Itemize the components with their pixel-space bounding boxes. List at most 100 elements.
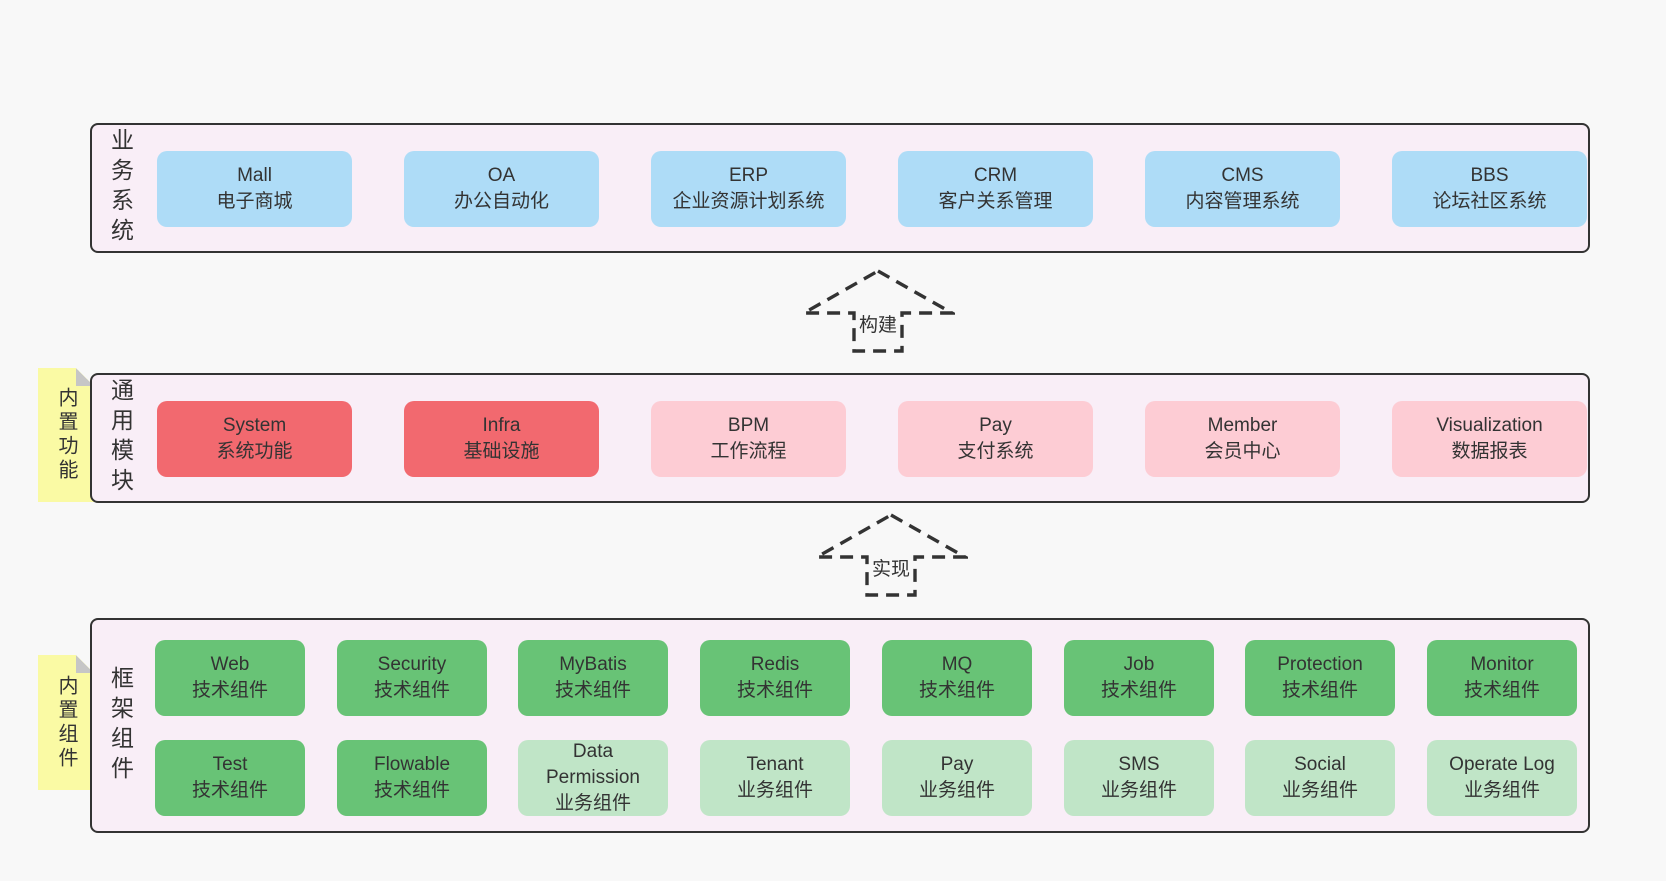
layer-label: 业务系统	[107, 128, 134, 248]
box-bpm: BPM 工作流程	[651, 401, 846, 477]
box-title: MQ	[941, 653, 973, 675]
box-title: SMS	[1118, 753, 1160, 775]
box-subtitle: 技术组件	[736, 680, 813, 701]
box-subtitle: 技术组件	[373, 680, 450, 701]
box-subtitle: 技术组件	[191, 680, 268, 701]
box-operate-log: Operate Log 业务组件	[1427, 740, 1577, 816]
sticky-note-builtin-components: 内置组件	[38, 655, 94, 790]
box-title: ERP	[728, 164, 769, 186]
box-title: Monitor	[1470, 653, 1534, 675]
box-subtitle: 办公自动化	[453, 191, 549, 212]
box-title: Member	[1207, 414, 1278, 436]
box-title: Operate Log	[1449, 753, 1555, 775]
dashed-up-arrow-icon	[814, 513, 968, 597]
box-social: Social 业务组件	[1245, 740, 1395, 816]
box-system: System 系统功能	[157, 401, 352, 477]
box-title: Mall	[237, 164, 272, 186]
dashed-up-arrow-icon	[801, 269, 955, 353]
box-mq: MQ 技术组件	[882, 640, 1032, 716]
box-visualization: Visualization 数据报表	[1392, 401, 1587, 477]
box-infra: Infra 基础设施	[404, 401, 599, 477]
box-subtitle: 电子商城	[216, 191, 293, 212]
box-pay-component: Pay 业务组件	[882, 740, 1032, 816]
box-subtitle: 业务组件	[554, 793, 631, 815]
box-title: Social	[1294, 753, 1346, 775]
box-subtitle: 论坛社区系统	[1432, 191, 1547, 212]
box-subtitle: 技术组件	[1100, 680, 1177, 701]
box-bbs: BBS 论坛社区系统	[1392, 151, 1587, 227]
box-title: MyBatis	[559, 653, 627, 675]
box-subtitle: 业务组件	[1463, 780, 1540, 801]
box-subtitle: 系统功能	[216, 441, 293, 462]
box-subtitle: 技术组件	[1281, 680, 1358, 701]
box-title: Visualization	[1436, 414, 1543, 436]
box-title: BPM	[727, 414, 770, 436]
box-web: Web 技术组件	[155, 640, 305, 716]
box-subtitle: 业务组件	[1281, 780, 1358, 801]
box-job: Job 技术组件	[1064, 640, 1214, 716]
box-subtitle: 工作流程	[710, 441, 787, 462]
box-title: Pay	[979, 414, 1012, 436]
box-pay: Pay 支付系统	[898, 401, 1093, 477]
box-data-permission: Data Permission 业务组件	[518, 740, 668, 816]
box-title: OA	[487, 164, 516, 186]
box-erp: ERP 企业资源计划系统	[651, 151, 846, 227]
box-subtitle: 业务组件	[736, 780, 813, 801]
box-subtitle: 客户关系管理	[938, 191, 1053, 212]
box-subtitle: 会员中心	[1204, 441, 1281, 462]
box-title: Test	[212, 753, 248, 775]
box-mybatis: MyBatis 技术组件	[518, 640, 668, 716]
box-subtitle: 业务组件	[1100, 780, 1177, 801]
box-member: Member 会员中心	[1145, 401, 1340, 477]
sticky-note-label: 内置组件	[55, 674, 77, 771]
box-title: Tenant	[746, 753, 804, 775]
box-crm: CRM 客户关系管理	[898, 151, 1093, 227]
box-title: System	[222, 414, 287, 436]
sticky-note-label: 内置功能	[55, 387, 77, 483]
box-test: Test 技术组件	[155, 740, 305, 816]
implement-arrow: 实现	[814, 512, 968, 598]
box-security: Security 技术组件	[337, 640, 487, 716]
box-title: Security	[377, 653, 447, 675]
box-title: Web	[210, 653, 250, 675]
box-title: Data Permission	[546, 740, 640, 788]
box-title: Infra	[482, 414, 521, 436]
box-sms: SMS 业务组件	[1064, 740, 1214, 816]
arrow-label: 构建	[855, 310, 901, 337]
box-mall: Mall 电子商城	[157, 151, 352, 227]
box-subtitle: 业务组件	[918, 780, 995, 801]
box-title: Redis	[750, 653, 800, 675]
layer-common-modules: 通用模块 System 系统功能 Infra 基础设施 BPM 工作流程 Pay…	[90, 373, 1590, 503]
box-subtitle: 基础设施	[463, 441, 540, 462]
box-subtitle: 技术组件	[1463, 680, 1540, 701]
box-redis: Redis 技术组件	[700, 640, 850, 716]
arrow-label: 实现	[868, 554, 914, 581]
box-title: Flowable	[373, 753, 451, 775]
layer-framework-components: 框架组件 Web 技术组件 Security 技术组件 MyBatis 技术组件…	[90, 618, 1590, 833]
box-monitor: Monitor 技术组件	[1427, 640, 1577, 716]
box-title: Pay	[940, 753, 974, 775]
box-subtitle: 内容管理系统	[1185, 191, 1300, 212]
box-title: CRM	[973, 164, 1018, 186]
box-protection: Protection 技术组件	[1245, 640, 1395, 716]
layer-business-systems: 业务系统 Mall 电子商城 OA 办公自动化 ERP 企业资源计划系统 CRM…	[90, 123, 1590, 253]
box-tenant: Tenant 业务组件	[700, 740, 850, 816]
box-subtitle: 技术组件	[554, 680, 631, 701]
box-cms: CMS 内容管理系统	[1145, 151, 1340, 227]
box-subtitle: 企业资源计划系统	[672, 191, 825, 212]
box-subtitle: 数据报表	[1451, 441, 1528, 462]
sticky-note-builtin-features: 内置功能	[38, 368, 94, 502]
box-subtitle: 支付系统	[957, 441, 1034, 462]
box-title: Job	[1123, 653, 1155, 675]
box-subtitle: 技术组件	[191, 780, 268, 801]
box-subtitle: 技术组件	[373, 780, 450, 801]
box-flowable: Flowable 技术组件	[337, 740, 487, 816]
box-subtitle: 技术组件	[918, 680, 995, 701]
box-title: Protection	[1277, 653, 1363, 675]
build-arrow: 构建	[801, 268, 955, 354]
layer-label: 框架组件	[107, 665, 134, 786]
box-oa: OA 办公自动化	[404, 151, 599, 227]
layer-label: 通用模块	[107, 378, 134, 498]
box-title: CMS	[1221, 164, 1264, 186]
